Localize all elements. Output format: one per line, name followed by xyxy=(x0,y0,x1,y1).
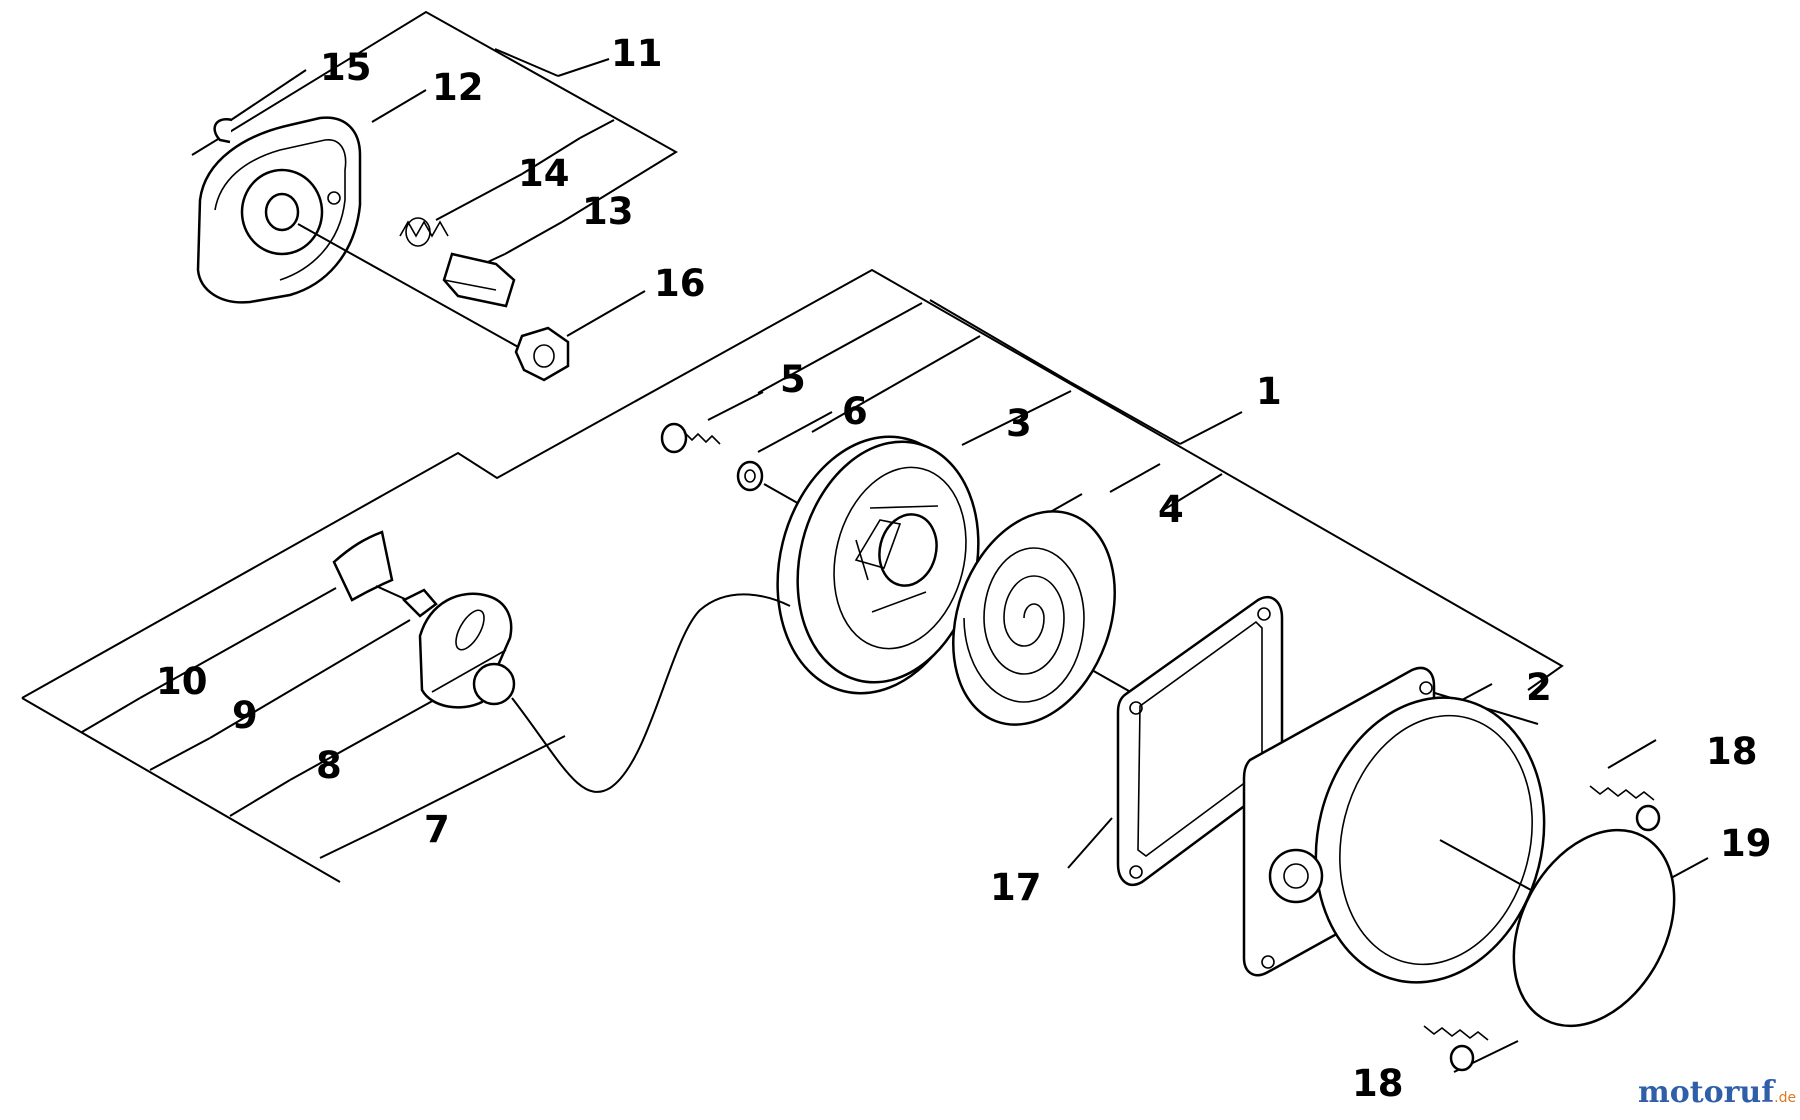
label-part-9: 9 xyxy=(232,694,258,737)
pulley-part-3 xyxy=(776,435,980,695)
clip-part-15 xyxy=(213,118,233,144)
watermark-tld: .de xyxy=(1774,1090,1796,1106)
label-part-17: 17 xyxy=(990,866,1042,909)
watermark-name: motoruf xyxy=(1638,1075,1776,1110)
label-part-18-upper: 18 xyxy=(1706,730,1758,773)
insert-part-10 xyxy=(332,530,394,602)
nut-part-16 xyxy=(514,326,570,382)
label-part-8: 8 xyxy=(316,744,342,787)
bracket-group-11 xyxy=(191,10,678,223)
spring-part-14 xyxy=(399,217,449,247)
label-part-2: 2 xyxy=(1526,666,1552,709)
cap-part-19 xyxy=(1512,828,1676,1028)
label-part-4: 4 xyxy=(1158,488,1184,531)
label-part-10: 10 xyxy=(156,660,208,703)
watermark-logo: motoruf.de xyxy=(1638,1075,1796,1110)
housing-part-2 xyxy=(1242,666,1561,984)
bolt-part-18-lower xyxy=(1423,1025,1489,1072)
part-labels: 15 12 11 14 13 16 5 6 3 1 4 2 18 19 17 1… xyxy=(156,32,1772,1105)
bolt-part-18-upper xyxy=(1589,785,1661,832)
screw-part-5 xyxy=(660,422,721,454)
label-part-14: 14 xyxy=(518,152,570,195)
label-part-15: 15 xyxy=(320,46,372,89)
label-part-12: 12 xyxy=(432,66,484,109)
rope-part-7 xyxy=(472,593,791,793)
label-part-5: 5 xyxy=(780,358,806,401)
label-part-16: 16 xyxy=(654,262,706,305)
label-part-19: 19 xyxy=(1720,822,1772,865)
label-part-18-lower: 18 xyxy=(1352,1062,1404,1105)
handle-cover-part-12 xyxy=(196,116,521,349)
label-part-11: 11 xyxy=(611,32,663,75)
label-part-6: 6 xyxy=(842,390,868,433)
svg-text:motoruf.de: motoruf.de xyxy=(1638,1075,1796,1110)
label-part-7: 7 xyxy=(424,808,450,851)
label-part-13: 13 xyxy=(582,190,634,233)
label-part-1: 1 xyxy=(1256,370,1282,413)
label-part-3: 3 xyxy=(1006,402,1032,445)
pawl-part-13 xyxy=(442,252,516,308)
pin-part-9 xyxy=(375,585,438,618)
bracket-group-1 xyxy=(21,268,1564,883)
recoil-spring-part-4 xyxy=(952,510,1116,726)
